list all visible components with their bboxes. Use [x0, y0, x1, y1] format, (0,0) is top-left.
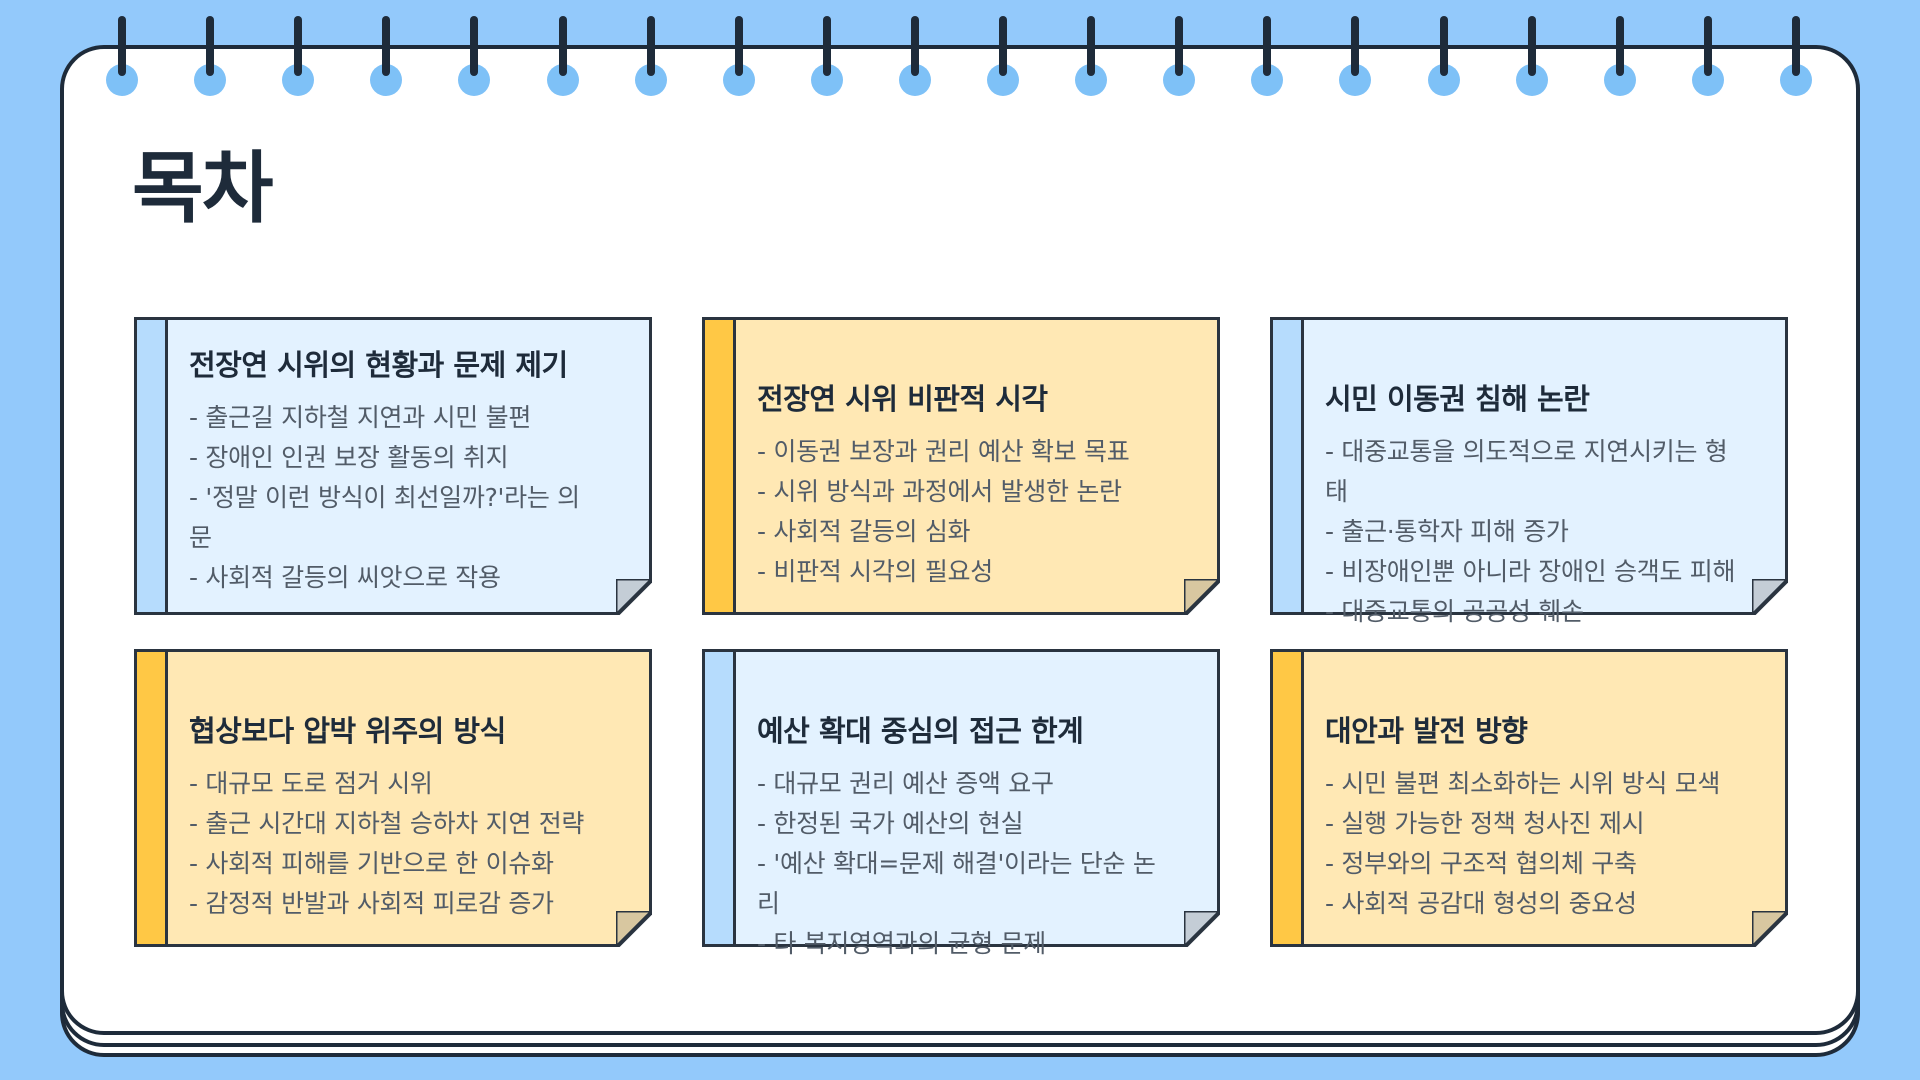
page-curl-icon — [1752, 911, 1788, 947]
list-item: - 감정적 반발과 사회적 피로감 증가 — [189, 889, 554, 918]
toc-card-5[interactable]: 예산 확대 중심의 접근 한계 - 대규모 권리 예산 증액 요구 - 한정된 … — [702, 649, 1220, 958]
binding-ring-icon — [1774, 16, 1818, 96]
list-item: - 사회적 공감대 형성의 중요성 — [1325, 889, 1637, 918]
list-item: - 사회적 피해를 기반으로 한 이슈화 — [189, 849, 554, 878]
list-item: - 대규모 도로 점거 시위 — [189, 769, 433, 798]
card-color-stripe — [137, 652, 168, 944]
card-color-stripe — [1273, 652, 1304, 944]
card-color-stripe — [705, 320, 736, 612]
card-title: 전장연 시위 비판적 시각 — [757, 382, 1048, 416]
list-item: - 실행 가능한 정책 청사진 제시 — [1325, 809, 1645, 838]
card-color-stripe — [705, 652, 736, 944]
card-color-stripe — [137, 320, 168, 612]
list-item: - 비판적 시각의 필요성 — [757, 557, 993, 586]
list-item: - 출근 시간대 지하철 승하차 지연 전략 — [189, 809, 585, 838]
binding-ring-icon — [276, 16, 320, 96]
binding-ring-icon — [1069, 16, 1113, 96]
card-title: 전장연 시위의 현황과 문제 제기 — [189, 348, 568, 382]
binding-ring-icon — [1245, 16, 1289, 96]
list-item: - '정말 이런 방식이 최선일까?'라는 의문 — [189, 483, 580, 552]
list-item: - 이동권 보장과 권리 예산 확보 목표 — [757, 437, 1130, 466]
list-item: - 대중교통의 공공성 훼손 — [1325, 597, 1584, 626]
page-title: 목차 — [132, 144, 274, 234]
list-item: - 시위 방식과 과정에서 발생한 논란 — [757, 477, 1122, 506]
list-item: - '예산 확대=문제 해결'이라는 단순 논리 — [757, 849, 1156, 918]
list-item: - 타 복지영역과의 균형 문제 — [757, 929, 1047, 958]
list-item: - 시민 불편 최소화하는 시위 방식 모색 — [1325, 769, 1721, 798]
list-item: - 출근길 지하철 지연과 시민 불편 — [189, 403, 532, 432]
binding-ring-icon — [981, 16, 1025, 96]
list-item: - 장애인 인권 보장 활동의 취지 — [189, 443, 509, 472]
toc-card-4[interactable]: 협상보다 압박 위주의 방식 - 대규모 도로 점거 시위 - 출근 시간대 지… — [134, 649, 652, 947]
binding-ring-icon — [1686, 16, 1730, 96]
page-curl-icon — [1752, 579, 1788, 615]
card-bullet-list: - 대중교통을 의도적으로 지연시키는 형태 - 출근·통학자 피해 증가 - … — [1325, 432, 1737, 632]
binding-ring-icon — [1157, 16, 1201, 96]
list-item: - 비장애인뿐 아니라 장애인 승객도 피해 — [1325, 557, 1736, 586]
binding-ring-icon — [100, 16, 144, 96]
list-item: - 대중교통을 의도적으로 지연시키는 형태 — [1325, 437, 1728, 506]
card-title: 대안과 발전 방향 — [1325, 714, 1528, 748]
page-curl-icon — [1184, 911, 1220, 947]
binding-ring-icon — [1333, 16, 1377, 96]
binding-ring-icon — [717, 16, 761, 96]
card-bullet-list: - 대규모 도로 점거 시위 - 출근 시간대 지하철 승하차 지연 전략 - … — [189, 764, 601, 924]
list-item: - 사회적 갈등의 심화 — [757, 517, 971, 546]
card-title: 시민 이동권 침해 논란 — [1325, 382, 1590, 416]
list-item: - 정부와의 구조적 협의체 구축 — [1325, 849, 1637, 878]
binding-ring-icon — [805, 16, 849, 96]
binding-ring-icon — [452, 16, 496, 96]
binding-ring-icon — [1510, 16, 1554, 96]
page-curl-icon — [1184, 579, 1220, 615]
card-bullet-list: - 이동권 보장과 권리 예산 확보 목표 - 시위 방식과 과정에서 발생한 … — [757, 432, 1169, 592]
list-item: - 사회적 갈등의 씨앗으로 작용 — [189, 563, 501, 592]
page-curl-icon — [616, 911, 652, 947]
list-item: - 한정된 국가 예산의 현실 — [757, 809, 1024, 838]
card-title: 예산 확대 중심의 접근 한계 — [757, 714, 1084, 748]
card-bullet-list: - 대규모 권리 예산 증액 요구 - 한정된 국가 예산의 현실 - '예산 … — [757, 764, 1169, 964]
binding-ring-icon — [541, 16, 585, 96]
toc-card-2[interactable]: 전장연 시위 비판적 시각 - 이동권 보장과 권리 예산 확보 목표 - 시위… — [702, 317, 1220, 615]
binding-ring-icon — [629, 16, 673, 96]
card-color-stripe — [1273, 320, 1304, 612]
toc-card-1[interactable]: 전장연 시위의 현황과 문제 제기 - 출근길 지하철 지연과 시민 불편 - … — [134, 317, 652, 615]
toc-card-6[interactable]: 대안과 발전 방향 - 시민 불편 최소화하는 시위 방식 모색 - 실행 가능… — [1270, 649, 1788, 947]
binding-ring-icon — [188, 16, 232, 96]
card-bullet-list: - 시민 불편 최소화하는 시위 방식 모색 - 실행 가능한 정책 청사진 제… — [1325, 764, 1737, 924]
binding-ring-icon — [1422, 16, 1466, 96]
binding-ring-icon — [893, 16, 937, 96]
card-bullet-list: - 출근길 지하철 지연과 시민 불편 - 장애인 인권 보장 활동의 취지 -… — [189, 398, 601, 598]
page-curl-icon — [616, 579, 652, 615]
binding-ring-icon — [1598, 16, 1642, 96]
list-item: - 출근·통학자 피해 증가 — [1325, 517, 1569, 546]
card-title: 협상보다 압박 위주의 방식 — [189, 714, 506, 748]
toc-card-3[interactable]: 시민 이동권 침해 논란 - 대중교통을 의도적으로 지연시키는 형태 - 출근… — [1270, 317, 1788, 626]
binding-ring-icon — [364, 16, 408, 96]
list-item: - 대규모 권리 예산 증액 요구 — [757, 769, 1054, 798]
